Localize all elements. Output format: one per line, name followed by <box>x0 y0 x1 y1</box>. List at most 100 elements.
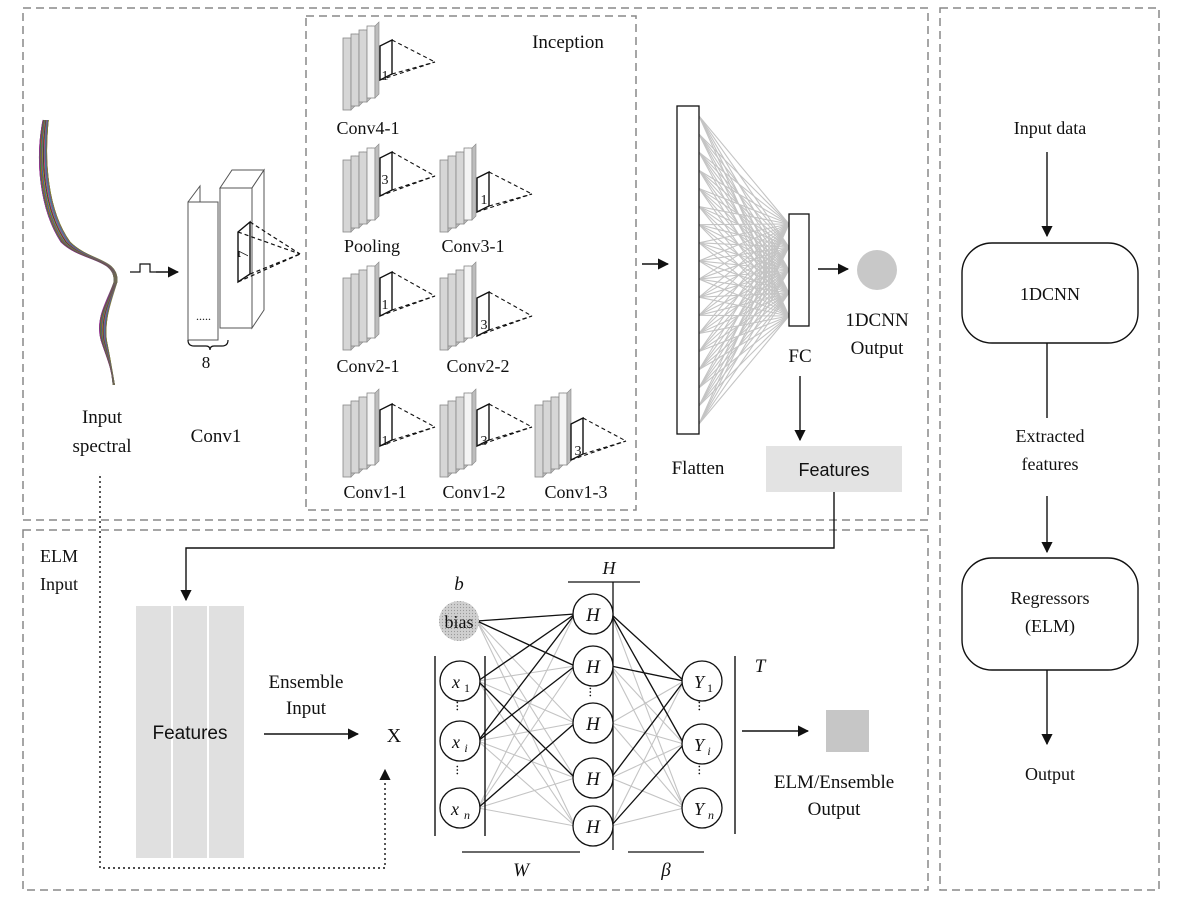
spectral-to-x-dotted-connector <box>99 476 391 869</box>
input-ellipsis: ... <box>453 701 468 712</box>
input-spectral-label-2: spectral <box>72 436 131 457</box>
output-node: Y i <box>681 723 723 765</box>
svg-text:n: n <box>708 808 714 822</box>
block-label-conv1-1: Conv1-1 <box>344 482 407 502</box>
input-node: x n <box>439 787 481 829</box>
inception-block-conv4-1 <box>342 21 436 111</box>
x-label: X <box>387 725 402 747</box>
flow-1dcnn-label: 1DCNN <box>1020 284 1080 304</box>
inception-frame <box>305 15 637 511</box>
cnn-output-label-2: Output <box>851 338 905 359</box>
conv1-count: 8 <box>202 353 211 372</box>
b-label: b <box>454 574 464 595</box>
elm-output-square <box>826 710 869 752</box>
inception-block-conv3-1 <box>439 143 533 233</box>
flow-regressors-box <box>961 557 1139 671</box>
beta-label: β <box>660 860 671 881</box>
bias-node-label: bias <box>445 612 474 632</box>
hidden-ellipsis: ... <box>586 687 601 698</box>
elm-features-label: Features <box>153 723 228 744</box>
features-to-elm-connector <box>180 492 835 602</box>
flow-input-data: Input data <box>1014 118 1086 138</box>
kernel-label-conv3-1: 1 <box>481 193 488 208</box>
input-ellipsis: ... <box>453 765 468 776</box>
flatten-label: Flatten <box>672 458 725 479</box>
block-label-conv3-1: Conv3-1 <box>442 236 505 256</box>
conv1-block: ..... <box>187 168 301 342</box>
features-box-label: Features <box>798 460 869 480</box>
output-ellipsis: ... <box>695 701 710 712</box>
svg-text:x: x <box>450 799 459 819</box>
input-node: x 1 <box>439 660 481 702</box>
svg-text:1: 1 <box>464 681 470 695</box>
conv1-kernel-label: 7 <box>236 250 252 258</box>
block-label-conv2-2: Conv2-2 <box>447 356 510 376</box>
ensemble-input-label-2: Input <box>286 698 327 719</box>
svg-text:1: 1 <box>707 681 713 695</box>
inception-label: Inception <box>532 32 604 53</box>
elm-input-label-1: ELM <box>40 546 78 566</box>
kernel-label-conv1-3: 3 <box>575 444 582 459</box>
kernel-label-conv2-2: 3 <box>481 318 488 333</box>
flow-1dcnn-box <box>961 242 1139 344</box>
kernel-label-conv1-1: 1 <box>382 434 389 449</box>
input-spectral-label-1: Input <box>82 407 123 428</box>
elm-output-label-1: ELM/Ensemble <box>774 772 894 793</box>
cnn-panel-frame <box>22 7 929 521</box>
output-node: Y n <box>681 787 723 829</box>
svg-text:H: H <box>585 657 601 678</box>
svg-text:Y: Y <box>694 735 706 755</box>
svg-text:n: n <box>464 808 470 822</box>
input-spectral-plot <box>39 119 118 386</box>
conv1-label: Conv1 <box>191 426 242 447</box>
svg-text:H: H <box>585 817 601 838</box>
hidden-node: H <box>572 593 614 635</box>
spectral-curve <box>46 119 118 386</box>
elm-network-connections <box>476 613 685 827</box>
flow-regressors-label-2: (ELM) <box>1025 616 1075 637</box>
bias-node <box>439 601 479 641</box>
svg-text:H: H <box>585 605 601 626</box>
kernel-label-conv4-1: 1 <box>382 69 389 84</box>
fc-label: FC <box>788 346 811 367</box>
ensemble-input-label-1: Ensemble <box>269 672 344 693</box>
cnn-output-label-1: 1DCNN <box>845 310 909 331</box>
block-label-conv4-1: Conv4-1 <box>337 118 400 138</box>
svg-text:x: x <box>451 732 460 752</box>
kernel-label-conv2-1: 1 <box>382 298 389 313</box>
conv-symbol-icon <box>130 263 156 273</box>
svg-text:x: x <box>451 672 460 692</box>
svg-text:Y: Y <box>694 672 706 692</box>
inception-block-conv1-1 <box>342 388 436 478</box>
conv1-brace <box>187 339 229 351</box>
input-node: x i <box>439 720 481 762</box>
hidden-node: H <box>572 702 614 744</box>
elm-features-matrix <box>136 606 244 858</box>
inception-block-conv1-2 <box>439 388 533 478</box>
w-label: W <box>513 860 531 881</box>
flow-regressors-label-1: Regressors <box>1011 588 1090 608</box>
inception-block-pooling <box>342 143 436 233</box>
svg-text:Y: Y <box>694 799 706 819</box>
block-label-conv1-3: Conv1-3 <box>545 482 608 502</box>
elm-input-label-2: Input <box>40 574 78 594</box>
flatten-fc-connections <box>698 115 790 425</box>
hidden-node: H <box>572 805 614 847</box>
flow-panel-frame <box>939 7 1160 891</box>
svg-text:H: H <box>585 769 601 790</box>
h-top-label: H <box>602 558 617 578</box>
flow-extracted-label-2: features <box>1022 454 1079 474</box>
cnn-output-node <box>857 250 897 290</box>
block-label-conv2-1: Conv2-1 <box>337 356 400 376</box>
flatten-layer <box>676 105 700 435</box>
block-label-pooling: Pooling <box>344 236 400 256</box>
output-ellipsis: ... <box>695 765 710 776</box>
kernel-label-conv1-2: 3 <box>481 434 488 449</box>
block-label-conv1-2: Conv1-2 <box>443 482 506 502</box>
features-box <box>766 446 902 492</box>
inception-block-conv1-3 <box>534 388 627 478</box>
inception-block-conv2-2 <box>439 261 533 351</box>
fc-layer <box>788 213 810 327</box>
t-label: T <box>755 656 767 677</box>
kernel-label-pool: 3 <box>382 173 389 188</box>
